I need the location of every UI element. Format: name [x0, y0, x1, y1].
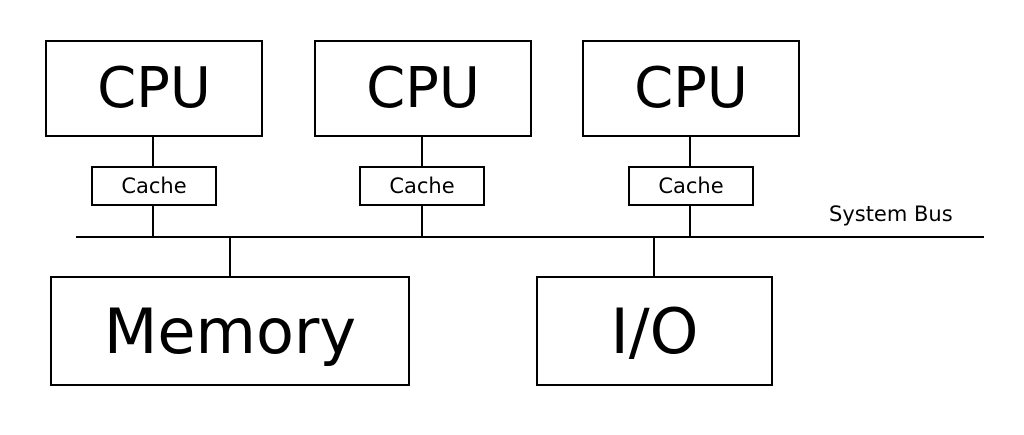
cache-bus-connector-1 — [152, 205, 154, 238]
cpu-box-3: CPU — [582, 40, 800, 137]
bus-io-connector — [653, 237, 655, 277]
cache-box-2: Cache — [359, 166, 485, 206]
cpu-cache-connector-1 — [152, 136, 154, 167]
memory-box: Memory — [50, 276, 410, 386]
cpu-box-1: CPU — [45, 40, 263, 137]
cpu-box-2: CPU — [314, 40, 532, 137]
cpu-cache-connector-2 — [421, 136, 423, 167]
cache-box-3: Cache — [628, 166, 754, 206]
cache-box-1: Cache — [91, 166, 217, 206]
io-box: I/O — [536, 276, 773, 386]
bus-memory-connector — [229, 237, 231, 277]
system-bus-label: System Bus — [829, 202, 953, 226]
cpu-cache-connector-3 — [689, 136, 691, 167]
cache-bus-connector-2 — [421, 205, 423, 238]
system-bus-line — [76, 236, 984, 238]
cache-bus-connector-3 — [689, 205, 691, 238]
